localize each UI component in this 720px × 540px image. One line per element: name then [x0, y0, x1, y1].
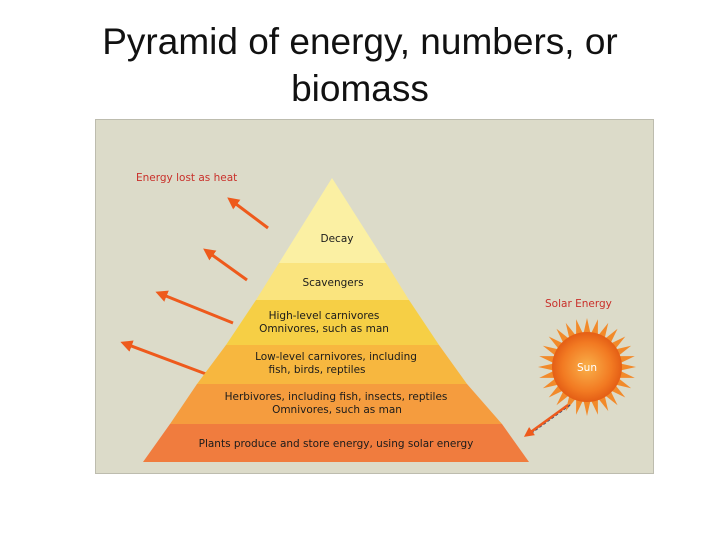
energy-pyramid-figure: Energy lost as heat Decay Scavengers Hig… [95, 119, 654, 474]
heat-arrow [227, 197, 269, 230]
sun-ray [539, 356, 555, 363]
sun-ray [605, 328, 618, 343]
solar-arrow [523, 403, 569, 437]
sun-ray [611, 336, 626, 349]
level-label-high-carnivores: High-level carnivores [269, 310, 380, 322]
level-label-high-carnivores-2: Omnivores, such as man [259, 323, 389, 335]
pyramid-level-decay [279, 178, 386, 263]
level-label-herbivores: Herbivores, including fish, insects, rep… [225, 391, 448, 403]
sun-ray [565, 395, 576, 412]
pyramid-level-low-carnivores [197, 345, 467, 384]
heat-arrow [203, 248, 248, 282]
sun-ray [619, 371, 635, 378]
heat-arrow [120, 340, 207, 376]
sun-ray [565, 322, 576, 339]
sun-ray [556, 391, 569, 406]
pyramid-level-plants [143, 424, 529, 462]
solar-energy-label: Solar Energy [545, 298, 612, 310]
pyramid-level-herbivores [170, 384, 502, 424]
sun-ray [539, 371, 555, 378]
sun-ray [620, 363, 636, 371]
level-label-low-carnivores-2: fish, birds, reptiles [268, 364, 365, 376]
sun-ray [542, 378, 559, 389]
sun-ray [556, 328, 569, 343]
sun-ray [598, 322, 609, 339]
sun-ray [583, 318, 591, 334]
sun-ray [598, 395, 609, 412]
pyramid-level-scavengers [256, 263, 409, 300]
sun-icon: Sun [538, 318, 636, 416]
sun-ray [615, 345, 632, 356]
heat-label: Energy lost as heat [136, 172, 237, 184]
level-label-low-carnivores: Low-level carnivores, including [255, 351, 417, 363]
sun-ray [611, 385, 626, 398]
slide-title-line-1: Pyramid of energy, numbers, or [102, 21, 618, 62]
sun-ray [619, 356, 635, 363]
sun-label: Sun [577, 362, 597, 374]
sun-ray [591, 319, 598, 335]
sun-ray [542, 345, 559, 356]
sun-ray [576, 319, 583, 335]
heat-arrows [120, 197, 269, 376]
level-label-herbivores-2: Omnivores, such as man [272, 404, 402, 416]
level-label-scavengers: Scavengers [302, 277, 363, 289]
sun-ray [583, 400, 591, 416]
heat-arrow [155, 290, 234, 325]
sun-ray [548, 336, 563, 349]
pyramid [143, 178, 529, 462]
sun-ray [576, 399, 583, 415]
sun-ray [591, 399, 598, 415]
level-label-decay: Decay [321, 233, 354, 245]
level-label-plants: Plants produce and store energy, using s… [199, 438, 474, 450]
sun-ray [548, 385, 563, 398]
sun-ray [615, 378, 632, 389]
energy-pyramid-diagram: Energy lost as heat Decay Scavengers Hig… [120, 172, 636, 462]
sun-disc [552, 332, 622, 402]
pyramid-level-high-carnivores [226, 300, 439, 345]
sun-ray [605, 391, 618, 406]
sun-ray [538, 363, 554, 371]
slide-title: Pyramid of energy, numbers, or biomass [0, 18, 720, 112]
slide-title-line-2: biomass [291, 68, 429, 109]
